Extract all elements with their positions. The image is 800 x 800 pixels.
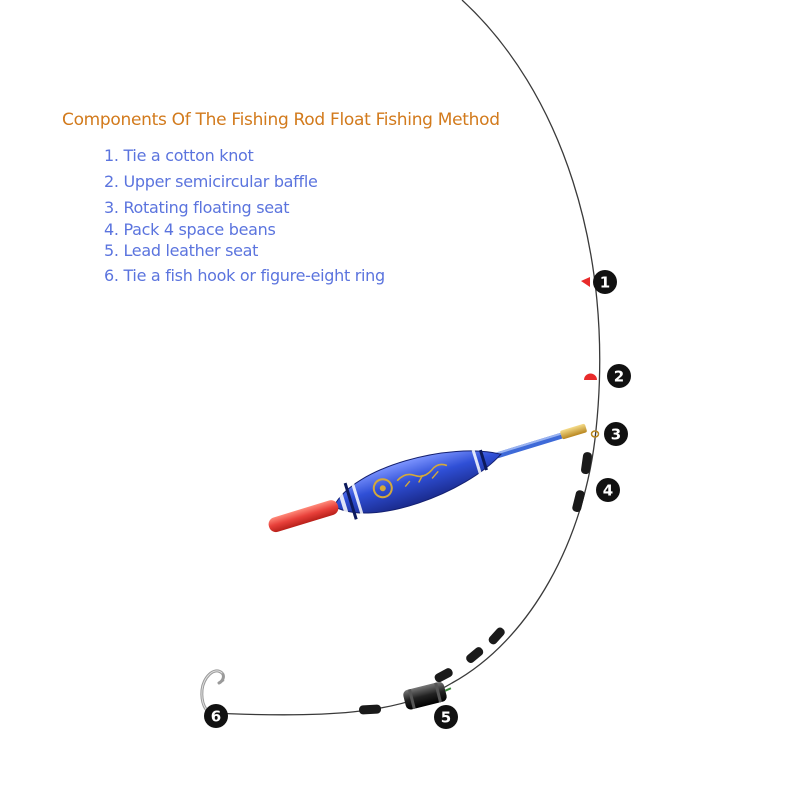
callout-2: 2 bbox=[607, 364, 631, 388]
svg-text:1: 1 bbox=[600, 274, 610, 292]
svg-text:3: 3 bbox=[611, 426, 621, 444]
semicircular-baffle bbox=[584, 373, 597, 380]
legend-item-4: 4. Pack 4 space beans bbox=[104, 220, 276, 239]
svg-text:5: 5 bbox=[441, 709, 451, 727]
space-beans-lower bbox=[359, 627, 505, 715]
diagram-title: Components Of The Fishing Rod Float Fish… bbox=[62, 110, 500, 130]
callout-6: 6 bbox=[204, 704, 228, 728]
legend-item-5: 5. Lead leather seat bbox=[104, 241, 259, 260]
fishing-float bbox=[268, 423, 587, 533]
legend-item-1: 1. Tie a cotton knot bbox=[104, 146, 254, 165]
cotton-knot bbox=[581, 277, 590, 287]
legend-item-3: 3. Rotating floating seat bbox=[104, 198, 290, 217]
svg-text:4: 4 bbox=[603, 482, 613, 500]
space-beans-upper bbox=[572, 452, 592, 513]
callout-4: 4 bbox=[596, 478, 620, 502]
legend-item-2: 2. Upper semicircular baffle bbox=[104, 172, 318, 191]
callout-3: 3 bbox=[604, 422, 628, 446]
lead-sinker-seat bbox=[403, 682, 452, 710]
rotating-float-seat bbox=[590, 430, 600, 438]
callout-5: 5 bbox=[434, 705, 458, 729]
callout-1: 1 bbox=[593, 270, 617, 294]
svg-text:6: 6 bbox=[211, 708, 221, 726]
fishing-line bbox=[211, 0, 601, 716]
svg-text:2: 2 bbox=[614, 368, 624, 386]
legend-item-6: 6. Tie a fish hook or figure-eight ring bbox=[104, 266, 385, 285]
